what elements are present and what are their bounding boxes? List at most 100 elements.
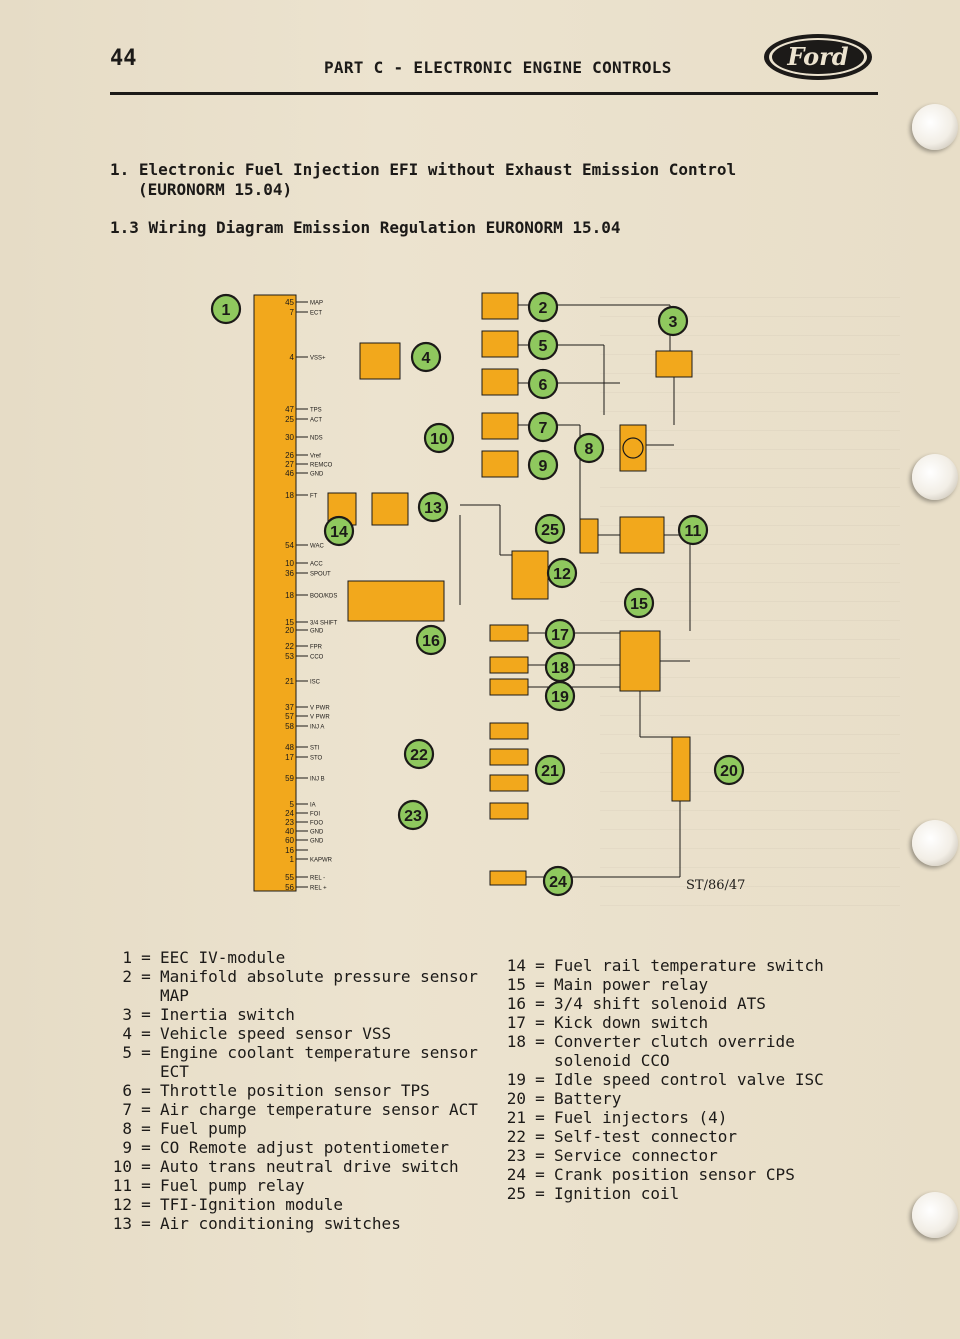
legend-number: 3 — [122, 1005, 132, 1024]
legend-equals: = — [141, 1195, 151, 1214]
legend-equals: = — [535, 1165, 545, 1184]
legend-item: 21 = Fuel injectors (4) — [494, 1108, 854, 1127]
callout-number: 8 — [585, 441, 594, 458]
module-pin-number: 5 — [290, 800, 295, 809]
callout-number: 1 — [222, 302, 231, 319]
legend-item: 18=Converter clutch override solenoid CC… — [494, 1032, 854, 1070]
module-pin-number: 25 — [285, 415, 294, 424]
legend-text: Fuel injectors (4) — [554, 1108, 728, 1127]
legend-text: CO Remote adjust potentiometer — [160, 1138, 449, 1157]
legend-text: Throttle position sensor TPS — [160, 1081, 430, 1100]
component-box — [481, 368, 519, 396]
module-pin-label: MAP — [310, 301, 323, 307]
module-pin-number: 27 — [285, 460, 294, 469]
module-pin-label: ECT — [310, 311, 322, 317]
module-pin-number: 10 — [285, 559, 294, 568]
legend-item: 9=CO Remote adjust potentiometer — [100, 1138, 480, 1157]
module-pin-label: IA — [310, 803, 316, 809]
legend-item: 13=Air conditioning switches — [100, 1214, 480, 1233]
module-pin-label: V PWR — [310, 706, 330, 712]
legend-text: Air conditioning switches — [160, 1214, 401, 1233]
module-pin-number: 21 — [285, 677, 294, 686]
legend-text: EEC IV-module — [160, 948, 286, 967]
module-pin-number: 40 — [285, 827, 294, 836]
legend-text: Kick down switch — [554, 1013, 709, 1032]
legend-number: 9 — [122, 1138, 132, 1157]
callout-circle — [323, 515, 355, 547]
legend-equals: = — [141, 1005, 151, 1024]
module-pin-number: 54 — [285, 541, 294, 550]
module-pin-label: V PWR — [310, 715, 330, 721]
legend-text: Ignition coil — [554, 1184, 680, 1203]
module-pin-label: INJ A — [310, 725, 324, 731]
callout-number: 4 — [422, 350, 431, 367]
module-pin-label: GND — [310, 629, 324, 635]
module-pin-number: 36 — [285, 569, 294, 578]
legend-text: TFI-Ignition module — [160, 1195, 344, 1214]
callout-number: 19 — [551, 689, 569, 706]
legend-number: 4 — [122, 1024, 132, 1043]
callout-number: 21 — [541, 763, 559, 780]
callout-circle — [527, 411, 559, 443]
module-pin-label: FPR — [310, 645, 323, 651]
legend-number: 17 — [506, 1013, 526, 1032]
callout-number: 3 — [669, 314, 678, 331]
module-pin-number: 53 — [285, 652, 294, 661]
legend-number: 18 — [506, 1032, 526, 1051]
module-pin-number: 57 — [285, 712, 294, 721]
callout-number: 25 — [541, 522, 559, 539]
callout-circle — [534, 513, 566, 545]
component-box — [481, 450, 519, 478]
module-pin-number: 56 — [285, 883, 294, 892]
legend-equals: = — [535, 1108, 545, 1127]
component-box — [489, 748, 529, 766]
callout-circle — [527, 291, 559, 323]
legend-item: 6=Throttle position sensor TPS — [100, 1081, 480, 1100]
module-pin-number: 1 — [290, 855, 295, 864]
legend-item: 14=Fuel rail temperature switch — [494, 956, 854, 975]
legend-number: 15 — [506, 975, 526, 994]
legend-equals: = — [141, 1157, 151, 1176]
legend-text: Inertia switch — [160, 1005, 295, 1024]
module-pin-label: TPS — [310, 408, 322, 414]
legend-number: 10 — [112, 1157, 132, 1176]
callout-number: 7 — [539, 420, 548, 437]
module-pin-number: 45 — [285, 298, 294, 307]
module-pin-label: ACC — [310, 562, 323, 568]
legend-number: 22 — [506, 1127, 526, 1146]
module-pin-label: GND — [310, 839, 324, 845]
callout-circle — [546, 557, 578, 589]
legend-item: 23=Service connector — [494, 1146, 854, 1165]
component-box — [489, 678, 529, 696]
legend-number: 25 — [506, 1184, 526, 1203]
legend-number: 21 — [506, 1108, 526, 1127]
legend-equals: = — [141, 1081, 151, 1100]
callout-number: 20 — [720, 763, 738, 780]
module-pin-label: KAPWR — [310, 858, 333, 864]
callout-number: 15 — [630, 596, 648, 613]
module-pin-number: 7 — [290, 308, 295, 317]
module-pin-number: 15 — [285, 618, 294, 627]
module-pin-number: 26 — [285, 451, 294, 460]
legend-equals: = — [535, 1184, 545, 1203]
legend-item: 12=TFI-Ignition module — [100, 1195, 480, 1214]
fuel-pump-box — [619, 424, 647, 472]
module-pin-label: VSS+ — [310, 356, 326, 362]
component-box — [481, 330, 519, 358]
legend-text: Fuel rail temperature switch — [554, 956, 824, 975]
legend-equals: = — [535, 975, 545, 994]
callout-number: 12 — [553, 566, 571, 583]
legend-number: 11 — [112, 1176, 132, 1195]
diagram-reference: ST/86/47 — [686, 878, 746, 893]
legend-number: 16 — [506, 994, 526, 1013]
component-box — [489, 624, 529, 642]
callout-circle — [423, 422, 455, 454]
legend-number: 23 — [506, 1146, 526, 1165]
legend-number: 1 — [122, 948, 132, 967]
callout-number: 24 — [549, 874, 567, 891]
callout-circle — [527, 329, 559, 361]
legend-text: Fuel pump — [160, 1119, 247, 1138]
module-pin-number: 30 — [285, 433, 294, 442]
